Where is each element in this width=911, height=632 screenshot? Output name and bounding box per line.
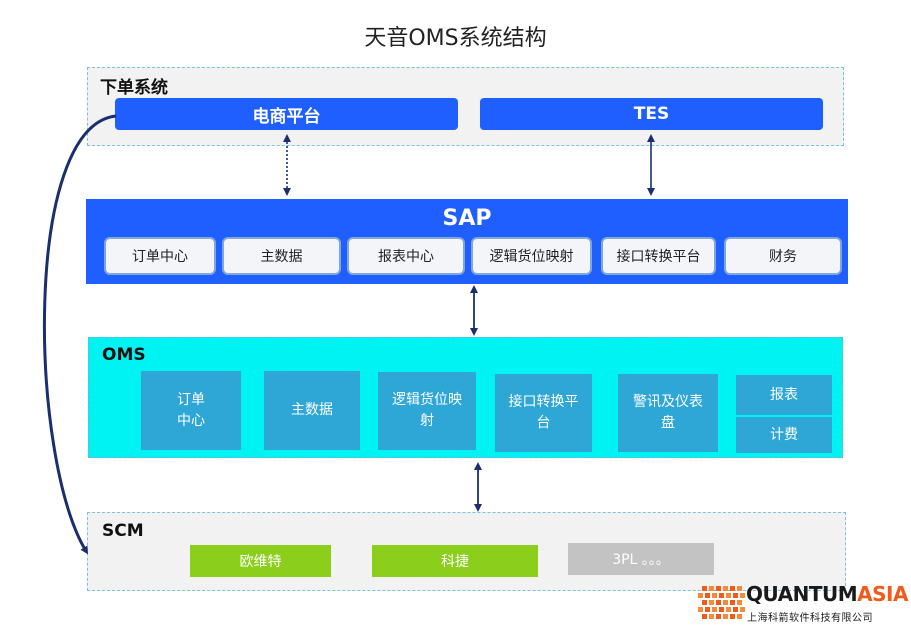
oms-module-alert-dashboard: 警讯及仪表 盘	[618, 374, 718, 452]
tes-box: TES	[480, 98, 823, 130]
scm-vendor-3pl: 3PL 。。。	[568, 543, 714, 575]
oms-module-order-center: 订单 中心	[141, 371, 241, 450]
logo-wordmark-part2: ASIA	[857, 582, 908, 606]
oms-module-interface-platform: 接口转换平 台	[495, 374, 592, 452]
diagram-title: 天音OMS系统结构	[364, 26, 547, 51]
sap-module-logic-location-mapping: 逻辑货位映射	[471, 237, 592, 275]
oms-module-logic-location-mapping: 逻辑货位映 射	[378, 372, 476, 450]
scm-label: SCM	[102, 521, 144, 541]
ecommerce-platform-box: 电商平台	[115, 98, 458, 130]
sap-module-interface-platform: 接口转换平台	[601, 237, 716, 275]
sap-module-report-center: 报表中心	[347, 237, 465, 275]
logo-wordmark-part1: QUANTUM	[746, 582, 858, 606]
sap-module-order-center: 订单中心	[104, 237, 216, 275]
oms-module-report: 报表	[736, 375, 832, 415]
scm-vendor-owt: 欧维特	[190, 545, 331, 577]
oms-label: OMS	[102, 345, 146, 365]
sap-label: SAP	[442, 206, 492, 231]
logo-wordmark: QUANTUMASIA	[746, 582, 908, 606]
sap-module-master-data: 主数据	[222, 237, 341, 275]
sap-module-finance: 财务	[724, 237, 842, 275]
order-system-label: 下单系统	[100, 78, 168, 98]
oms-module-billing: 计费	[736, 417, 832, 453]
ecommerce-scm-curve-arrow	[42, 114, 117, 555]
quantumasia-logo-mark	[698, 586, 745, 619]
scm-vendor-kejie: 科捷	[372, 545, 538, 577]
oms-module-master-data: 主数据	[264, 371, 360, 450]
logo-company-name: 上海科箭软件科技有限公司	[747, 613, 873, 624]
